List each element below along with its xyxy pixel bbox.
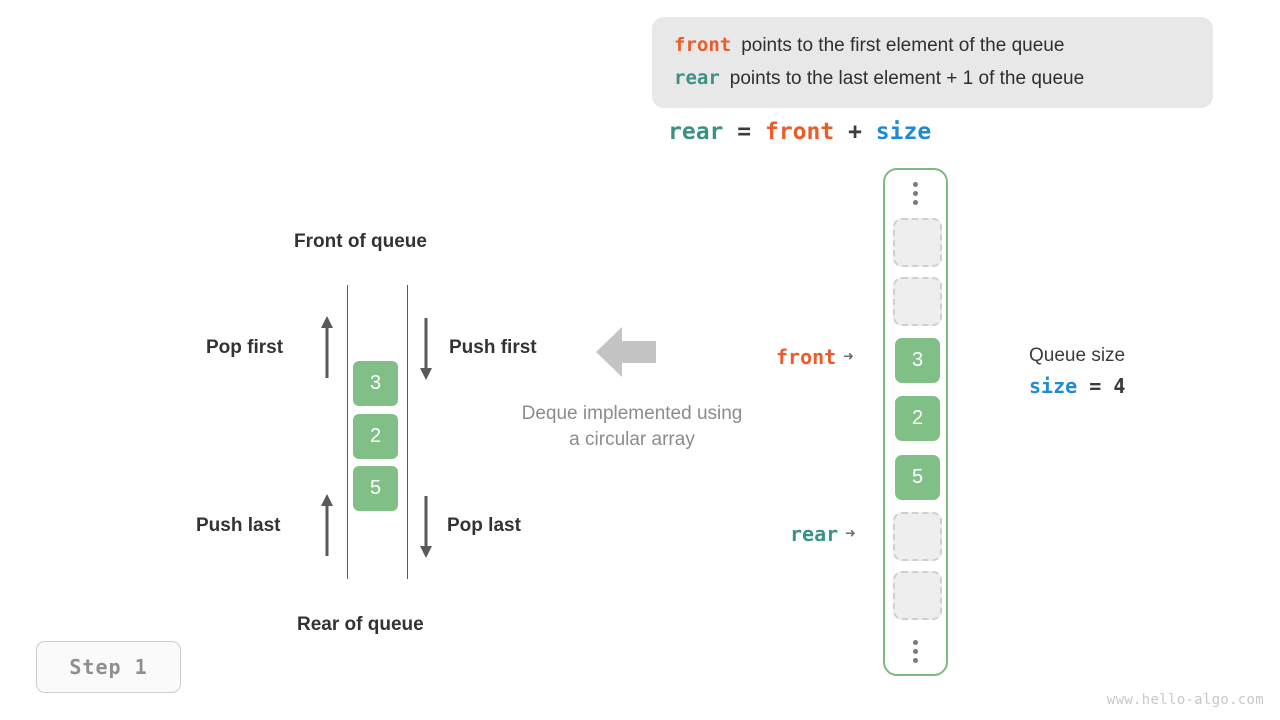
front-keyword: front xyxy=(674,34,732,56)
front-pointer-arrow-icon: ➜ xyxy=(843,347,854,367)
formula-equals: = xyxy=(737,119,752,145)
deque-cell: 2 xyxy=(351,412,400,461)
formula-size: size xyxy=(875,119,932,145)
array-slot: 2 xyxy=(893,394,942,443)
legend-box: front points to the first element of the … xyxy=(652,17,1213,108)
rear-of-queue-label: Rear of queue xyxy=(297,614,424,635)
push-last-arrow-icon xyxy=(320,494,334,558)
legend-line-front: front points to the first element of the … xyxy=(674,29,1191,62)
circular-array-container: 3 2 5 xyxy=(883,168,948,676)
rear-keyword: rear xyxy=(674,67,720,89)
array-slot xyxy=(893,218,942,267)
front-pointer-label: front xyxy=(776,345,837,369)
array-bottom-ellipsis-icon xyxy=(885,634,946,668)
pop-last-label: Pop last xyxy=(447,515,521,536)
step-badge: Step 1 xyxy=(36,641,181,693)
formula-front: front xyxy=(764,119,835,145)
array-slot xyxy=(893,512,942,561)
size-keyword: size xyxy=(1029,374,1078,398)
deque-cell: 5 xyxy=(351,464,400,513)
front-description: points to the first element of the queue xyxy=(741,35,1065,56)
caption-line-1: Deque implemented using xyxy=(521,403,743,424)
push-first-label: Push first xyxy=(449,337,537,358)
pop-last-arrow-icon xyxy=(419,494,433,558)
caption-line-2: a circular array xyxy=(569,429,695,450)
array-slot: 3 xyxy=(893,336,942,385)
size-value: 4 xyxy=(1113,374,1126,398)
array-top-ellipsis-icon xyxy=(885,176,946,210)
deque-rail-right xyxy=(407,285,408,579)
size-equals: = xyxy=(1089,374,1102,398)
array-slot: 5 xyxy=(893,453,942,502)
formula-rear: rear xyxy=(668,119,724,145)
watermark: www.hello-algo.com xyxy=(1106,692,1264,708)
front-of-queue-label: Front of queue xyxy=(294,231,427,252)
push-first-arrow-icon xyxy=(419,316,433,380)
deque-rail-left xyxy=(347,285,348,579)
rear-pointer: rear ➜ xyxy=(790,522,855,546)
diagram-caption: Deque implemented using a circular array xyxy=(492,401,772,453)
rear-pointer-label: rear xyxy=(790,522,839,546)
array-slot xyxy=(893,571,942,620)
deque-cell: 3 xyxy=(351,359,400,408)
push-last-label: Push last xyxy=(196,515,281,536)
rear-description: points to the last element + 1 of the qu… xyxy=(729,68,1085,89)
queue-size-block: Queue size size = 4 xyxy=(1029,343,1125,398)
pop-first-label: Pop first xyxy=(206,337,284,358)
pop-first-arrow-icon xyxy=(320,316,334,380)
rear-pointer-arrow-icon: ➜ xyxy=(845,524,856,544)
legend-line-rear: rear points to the last element + 1 of th… xyxy=(674,62,1191,95)
formula-plus: + xyxy=(848,119,862,145)
queue-size-title: Queue size xyxy=(1029,345,1126,366)
queue-size-expression: size = 4 xyxy=(1029,374,1125,398)
mapping-arrow-icon xyxy=(596,325,656,384)
rear-formula: rear = front + size xyxy=(668,119,931,145)
array-slot xyxy=(893,277,942,326)
front-pointer: front ➜ xyxy=(776,345,853,369)
